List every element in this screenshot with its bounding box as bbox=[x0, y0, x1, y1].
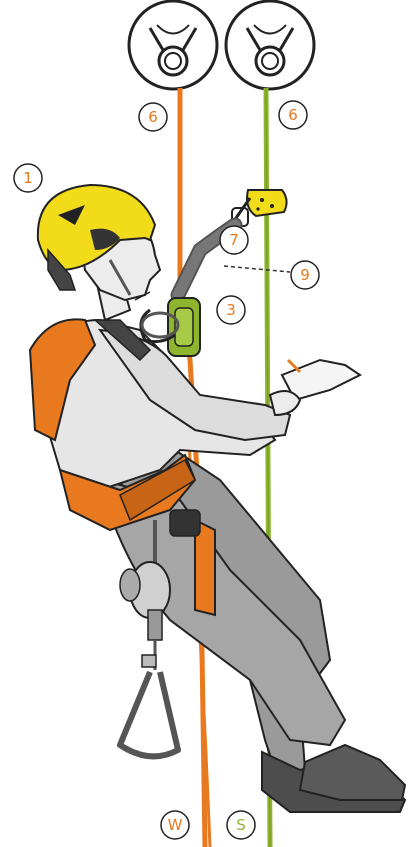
callout-6-right-label: 6 bbox=[288, 106, 298, 124]
leader-line-9 bbox=[224, 266, 290, 272]
callout-w: W bbox=[161, 811, 189, 839]
callout-w-label: W bbox=[168, 816, 183, 834]
callout-9: 9 bbox=[291, 261, 319, 289]
callout-s: S bbox=[227, 811, 255, 839]
callout-6-left: 6 bbox=[139, 103, 167, 131]
callout-6-right: 6 bbox=[279, 101, 307, 129]
callout-s-label: S bbox=[236, 816, 246, 834]
anchor-right-icon bbox=[226, 1, 314, 89]
callout-6-left-label: 6 bbox=[148, 108, 158, 126]
callout-3-label: 3 bbox=[226, 301, 236, 319]
anchor-left-icon bbox=[129, 1, 217, 89]
callout-7: 7 bbox=[220, 226, 248, 254]
callout-3: 3 bbox=[217, 296, 245, 324]
callout-9-label: 9 bbox=[300, 266, 310, 284]
callout-1: 1 bbox=[14, 164, 42, 192]
callout-1-label: 1 bbox=[23, 169, 33, 187]
callout-7-label: 7 bbox=[229, 231, 239, 249]
